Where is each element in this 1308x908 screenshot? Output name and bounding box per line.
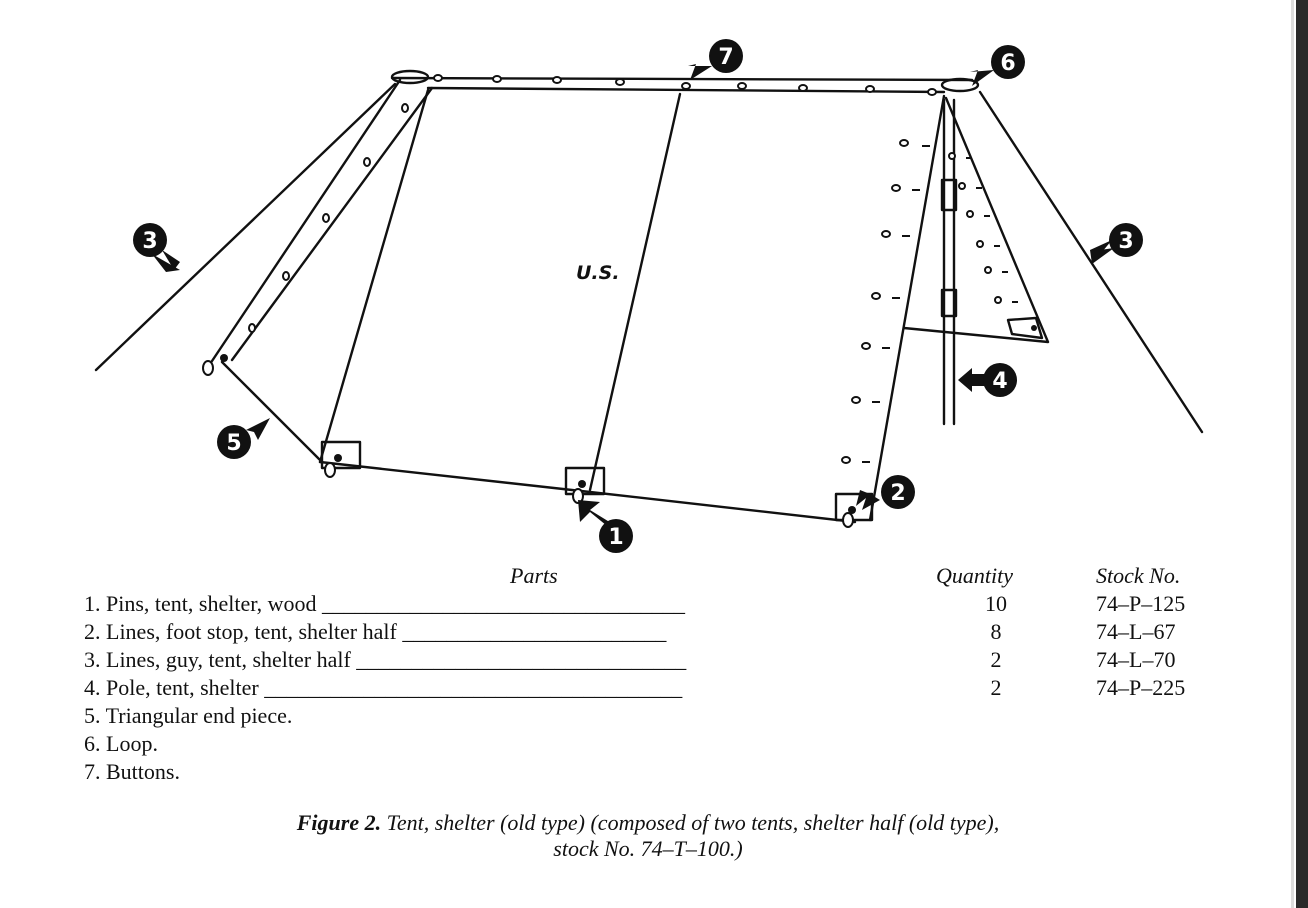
part-row-7: 7. Buttons. <box>84 759 180 784</box>
page-edge-highlight <box>1291 0 1294 908</box>
part-row-3: 3. Lines, guy, tent, shelter half ______… <box>84 647 687 672</box>
rear-flap <box>902 96 1050 344</box>
callout-4-number: 4 <box>992 369 1007 394</box>
guy-line-right <box>978 90 1204 434</box>
tent-marking: U.S. <box>576 262 620 284</box>
callout-5-number: 5 <box>226 431 241 456</box>
part-row-4: 4. Pole, tent, shelter _________________… <box>84 675 683 700</box>
figure-caption-line-2: stock No. 74–T–100.) <box>553 836 743 861</box>
stock-header: Stock No. <box>1096 563 1181 588</box>
seam-right <box>868 94 946 522</box>
callout-6-number: 6 <box>1000 51 1015 76</box>
part-row-3-quantity: 2 <box>990 647 1002 672</box>
tent-illustration: U.S. 1 2 3 3 4 <box>94 39 1204 553</box>
callout-3-right: 3 <box>1090 223 1143 264</box>
seam-middle <box>588 92 682 492</box>
left-front-edge <box>208 78 402 366</box>
callout-3-left: 3 <box>133 223 180 272</box>
parts-header: Parts <box>510 563 558 588</box>
part-row-6: 6. Loop. <box>84 731 158 756</box>
end-piece <box>220 360 324 464</box>
callout-3-left-number: 3 <box>142 229 157 254</box>
callout-2: 2 <box>856 475 915 510</box>
ridge-line <box>390 76 974 82</box>
part-row-1: 1. Pins, tent, shelter, wood ___________… <box>84 591 686 616</box>
page-edge <box>1296 0 1308 908</box>
callout-4: 4 <box>958 363 1017 397</box>
part-row-5: 5. Triangular end piece. <box>84 703 293 728</box>
seam-left <box>318 88 430 464</box>
bottom-edge <box>318 460 857 524</box>
loop-left <box>390 69 430 85</box>
callout-7-number: 7 <box>718 45 733 70</box>
callout-5: 5 <box>217 418 270 459</box>
part-row-1-quantity: 10 <box>985 591 1007 616</box>
figure-caption-line-1: Figure 2. Tent, shelter (old type) (comp… <box>0 810 1296 835</box>
callout-6: 6 <box>970 45 1025 86</box>
part-row-2-quantity: 8 <box>990 619 1002 644</box>
guy-line-left <box>94 82 397 372</box>
callout-7: 7 <box>688 39 743 80</box>
figure-label: Figure 2. <box>296 810 382 835</box>
part-row-4-quantity: 2 <box>990 675 1002 700</box>
part-row-4-stock: 74–P–225 <box>1096 675 1186 700</box>
loop-right <box>940 77 980 93</box>
quantity-header: Quantity <box>936 563 1013 588</box>
part-row-1-stock: 74–P–125 <box>1096 591 1186 616</box>
callout-1-number: 1 <box>608 525 623 550</box>
caption-text-1: Tent, shelter (old type) (composed of tw… <box>386 810 1000 835</box>
callout-2-number: 2 <box>890 481 905 506</box>
part-row-2: 2. Lines, foot stop, tent, shelter half … <box>84 619 667 644</box>
callout-1: 1 <box>578 500 633 553</box>
left-front-edge-inner <box>230 86 434 362</box>
part-row-2-stock: 74–L–67 <box>1096 619 1176 644</box>
callout-3-right-number: 3 <box>1118 229 1133 254</box>
part-row-3-stock: 74–L–70 <box>1096 647 1176 672</box>
